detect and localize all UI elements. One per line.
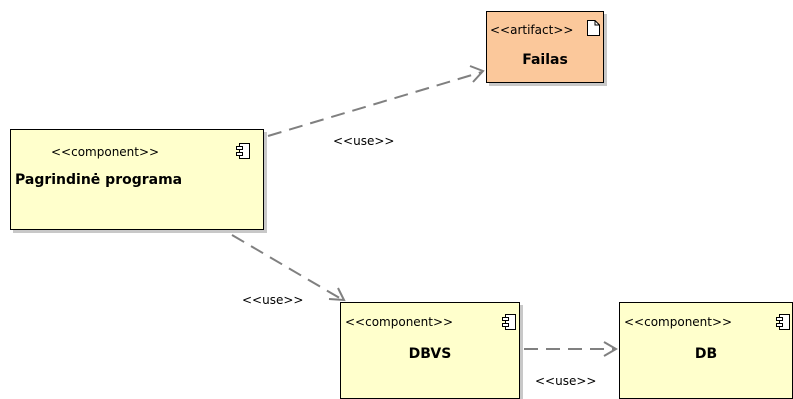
node-stereotype: <<artifact>> (490, 23, 574, 37)
edge-main-to-failas[interactable] (267, 71, 483, 137)
edge-label-main-dbvs: <<use>> (242, 293, 304, 307)
edge-label-dbvs-db: <<use>> (535, 374, 597, 388)
node-stereotype: <<component>> (345, 315, 454, 329)
node-name: DBVS (408, 346, 452, 362)
edge-main-to-dbvs[interactable] (231, 234, 344, 301)
node-name: DB (694, 346, 718, 362)
component-icon (235, 143, 251, 159)
component-node-dbvs[interactable]: <<component>> DBVS (340, 302, 520, 399)
component-icon (501, 314, 517, 330)
arrowhead-db (603, 341, 618, 357)
node-stereotype: <<component>> (51, 145, 160, 159)
arrowhead-failas (469, 65, 485, 83)
arrowhead-dbvs (328, 287, 346, 302)
node-stereotype: <<component>> (624, 315, 733, 329)
document-icon (585, 20, 601, 36)
node-name: Failas (522, 52, 568, 68)
edge-label-main-failas: <<use>> (333, 134, 395, 148)
component-node-db[interactable]: <<component>> DB (619, 302, 793, 399)
component-node-main[interactable]: <<component>> Pagrindinė programa (10, 129, 264, 230)
artifact-node-failas[interactable]: <<artifact>> Failas (486, 11, 604, 83)
node-name: Pagrindinė programa (15, 172, 183, 188)
component-icon (775, 314, 791, 330)
